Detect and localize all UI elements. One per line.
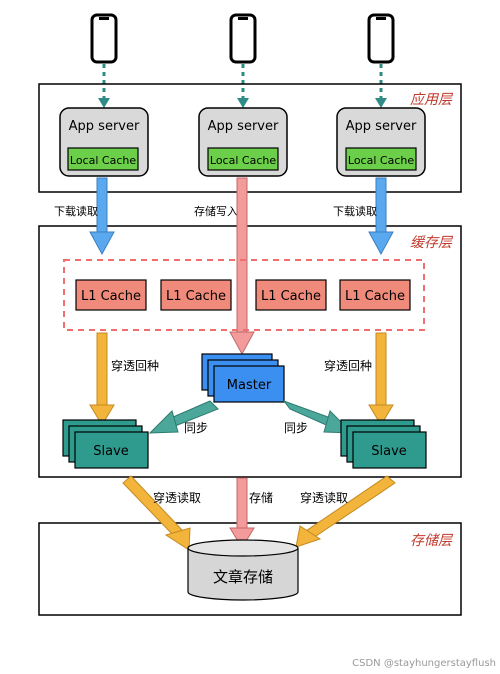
phone-to-server-connectors	[98, 64, 387, 108]
l1-cache-4-label: L1 Cache	[345, 289, 405, 304]
slave-node-right: Slave	[340, 419, 427, 469]
local-cache-2-label: Local Cache	[210, 154, 276, 167]
phone-icon-3	[367, 13, 395, 64]
left-download-label: 下载读取	[54, 204, 98, 218]
l1-cache-group	[63, 259, 425, 331]
local-cache-1-label: Local Cache	[70, 154, 136, 167]
storage-layer-label: 存储层	[410, 533, 454, 549]
app-server-3: App server Local Cache	[336, 107, 426, 177]
slave-node-left: Slave	[62, 419, 149, 469]
local-cache-3-label: Local Cache	[348, 154, 414, 167]
penetrate-read-arrow-right	[295, 475, 396, 548]
l1-cache-1-label: L1 Cache	[81, 289, 141, 304]
sync-arrow-left	[148, 400, 219, 434]
phone-icon-1	[90, 13, 118, 64]
app-layer-label: 应用层	[410, 92, 454, 108]
store-arrow-middle	[229, 477, 255, 549]
middle-write-label: 存储写入	[194, 204, 238, 218]
app-server-3-label: App server	[346, 119, 417, 134]
l1-cache-4: L1 Cache	[339, 279, 411, 311]
slave-left-label: Slave	[93, 444, 129, 459]
bottom-right-read-label: 穿透读取	[300, 490, 348, 505]
sync-right-label: 同步	[284, 421, 308, 435]
write-arrow-master	[229, 177, 255, 356]
storage-layer-box	[38, 522, 462, 616]
slave-right-label: Slave	[371, 444, 407, 459]
master-label: Master	[227, 378, 272, 393]
download-arrow-left	[89, 177, 115, 256]
l1-cache-2: L1 Cache	[160, 279, 232, 311]
storage-node-label: 文章存储	[213, 568, 273, 586]
sync-left-label: 同步	[184, 421, 208, 435]
penetrate-read-arrow-left	[122, 475, 191, 551]
download-arrow-right	[368, 177, 394, 256]
phone-icon-2	[229, 13, 257, 64]
bottom-left-read-label: 穿透读取	[153, 490, 201, 505]
cache-layer-label: 缓存层	[410, 235, 454, 251]
l1-cache-3: L1 Cache	[255, 279, 327, 311]
cache-layer-box	[38, 225, 462, 478]
penetrate-back-arrow-left	[89, 332, 115, 426]
master-node: Master	[201, 353, 285, 403]
app-server-2-label: App server	[208, 119, 279, 134]
l1-cache-1: L1 Cache	[75, 279, 147, 311]
bottom-middle-store-label: 存储	[249, 490, 273, 505]
app-server-1-label: App server	[69, 119, 140, 134]
app-layer-box	[38, 83, 462, 193]
right-penetrate-back-label: 穿透回种	[324, 358, 372, 373]
right-download-label: 下载读取	[333, 204, 377, 218]
left-penetrate-back-label: 穿透回种	[111, 358, 159, 373]
l1-cache-2-label: L1 Cache	[166, 289, 226, 304]
app-server-2: App server Local Cache	[198, 107, 288, 177]
watermark: CSDN @stayhungerstayflush	[352, 658, 496, 669]
storage-cylinder: 文章存储	[187, 539, 299, 601]
penetrate-back-arrow-right	[368, 332, 394, 426]
app-server-1: App server Local Cache	[59, 107, 149, 177]
l1-cache-3-label: L1 Cache	[261, 289, 321, 304]
